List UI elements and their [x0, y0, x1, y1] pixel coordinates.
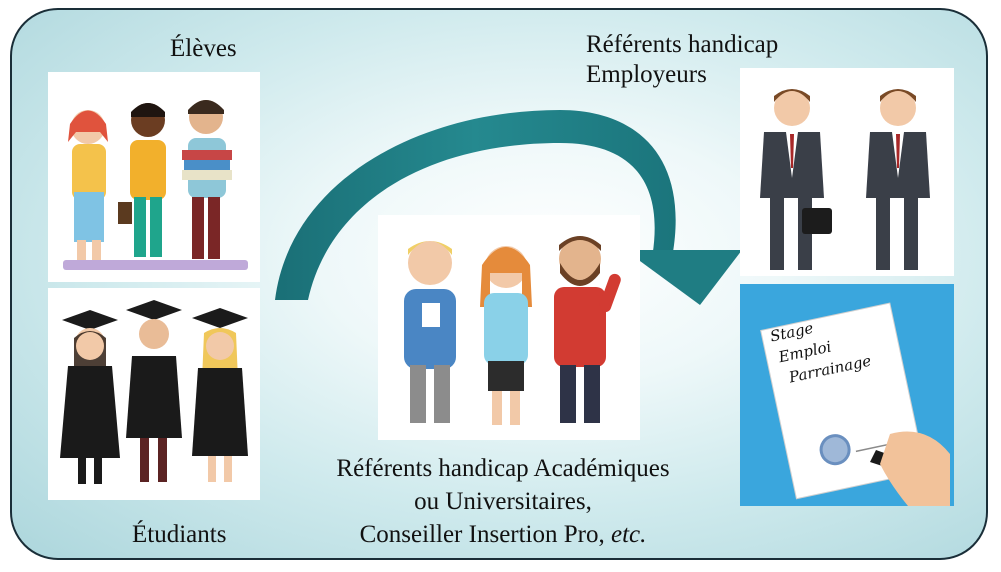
- label-etudiants: Étudiants: [132, 521, 227, 548]
- document-illustration: Stage Emploi Parrainage: [740, 284, 954, 506]
- label-referents-employeurs-line2: Employeurs: [586, 61, 707, 88]
- label-etc: etc.: [610, 521, 647, 548]
- label-referents-academiques-line1: Référents handicap Académiques: [336, 455, 670, 482]
- referents-academiques-illustration: [378, 215, 640, 440]
- label-conseiller: Conseiller Insertion Pro,: [359, 521, 605, 548]
- label-referents-employeurs: Référents handicap Employeurs: [586, 30, 778, 90]
- label-referents-academiques-line3: Conseiller Insertion Pro, etc.: [268, 518, 738, 551]
- label-eleves: Élèves: [170, 35, 237, 62]
- employeurs-illustration: [740, 68, 954, 276]
- etudiants-illustration: [48, 288, 260, 500]
- label-referents-academiques: Référents handicap Académiques ou Univer…: [268, 452, 738, 551]
- arrow-body: [275, 110, 676, 300]
- arrow-head: [625, 250, 742, 305]
- eleves-illustration: [48, 72, 260, 282]
- label-referents-academiques-line2: ou Universitaires,: [414, 488, 592, 515]
- label-referents-employeurs-line1: Référents handicap: [586, 31, 779, 58]
